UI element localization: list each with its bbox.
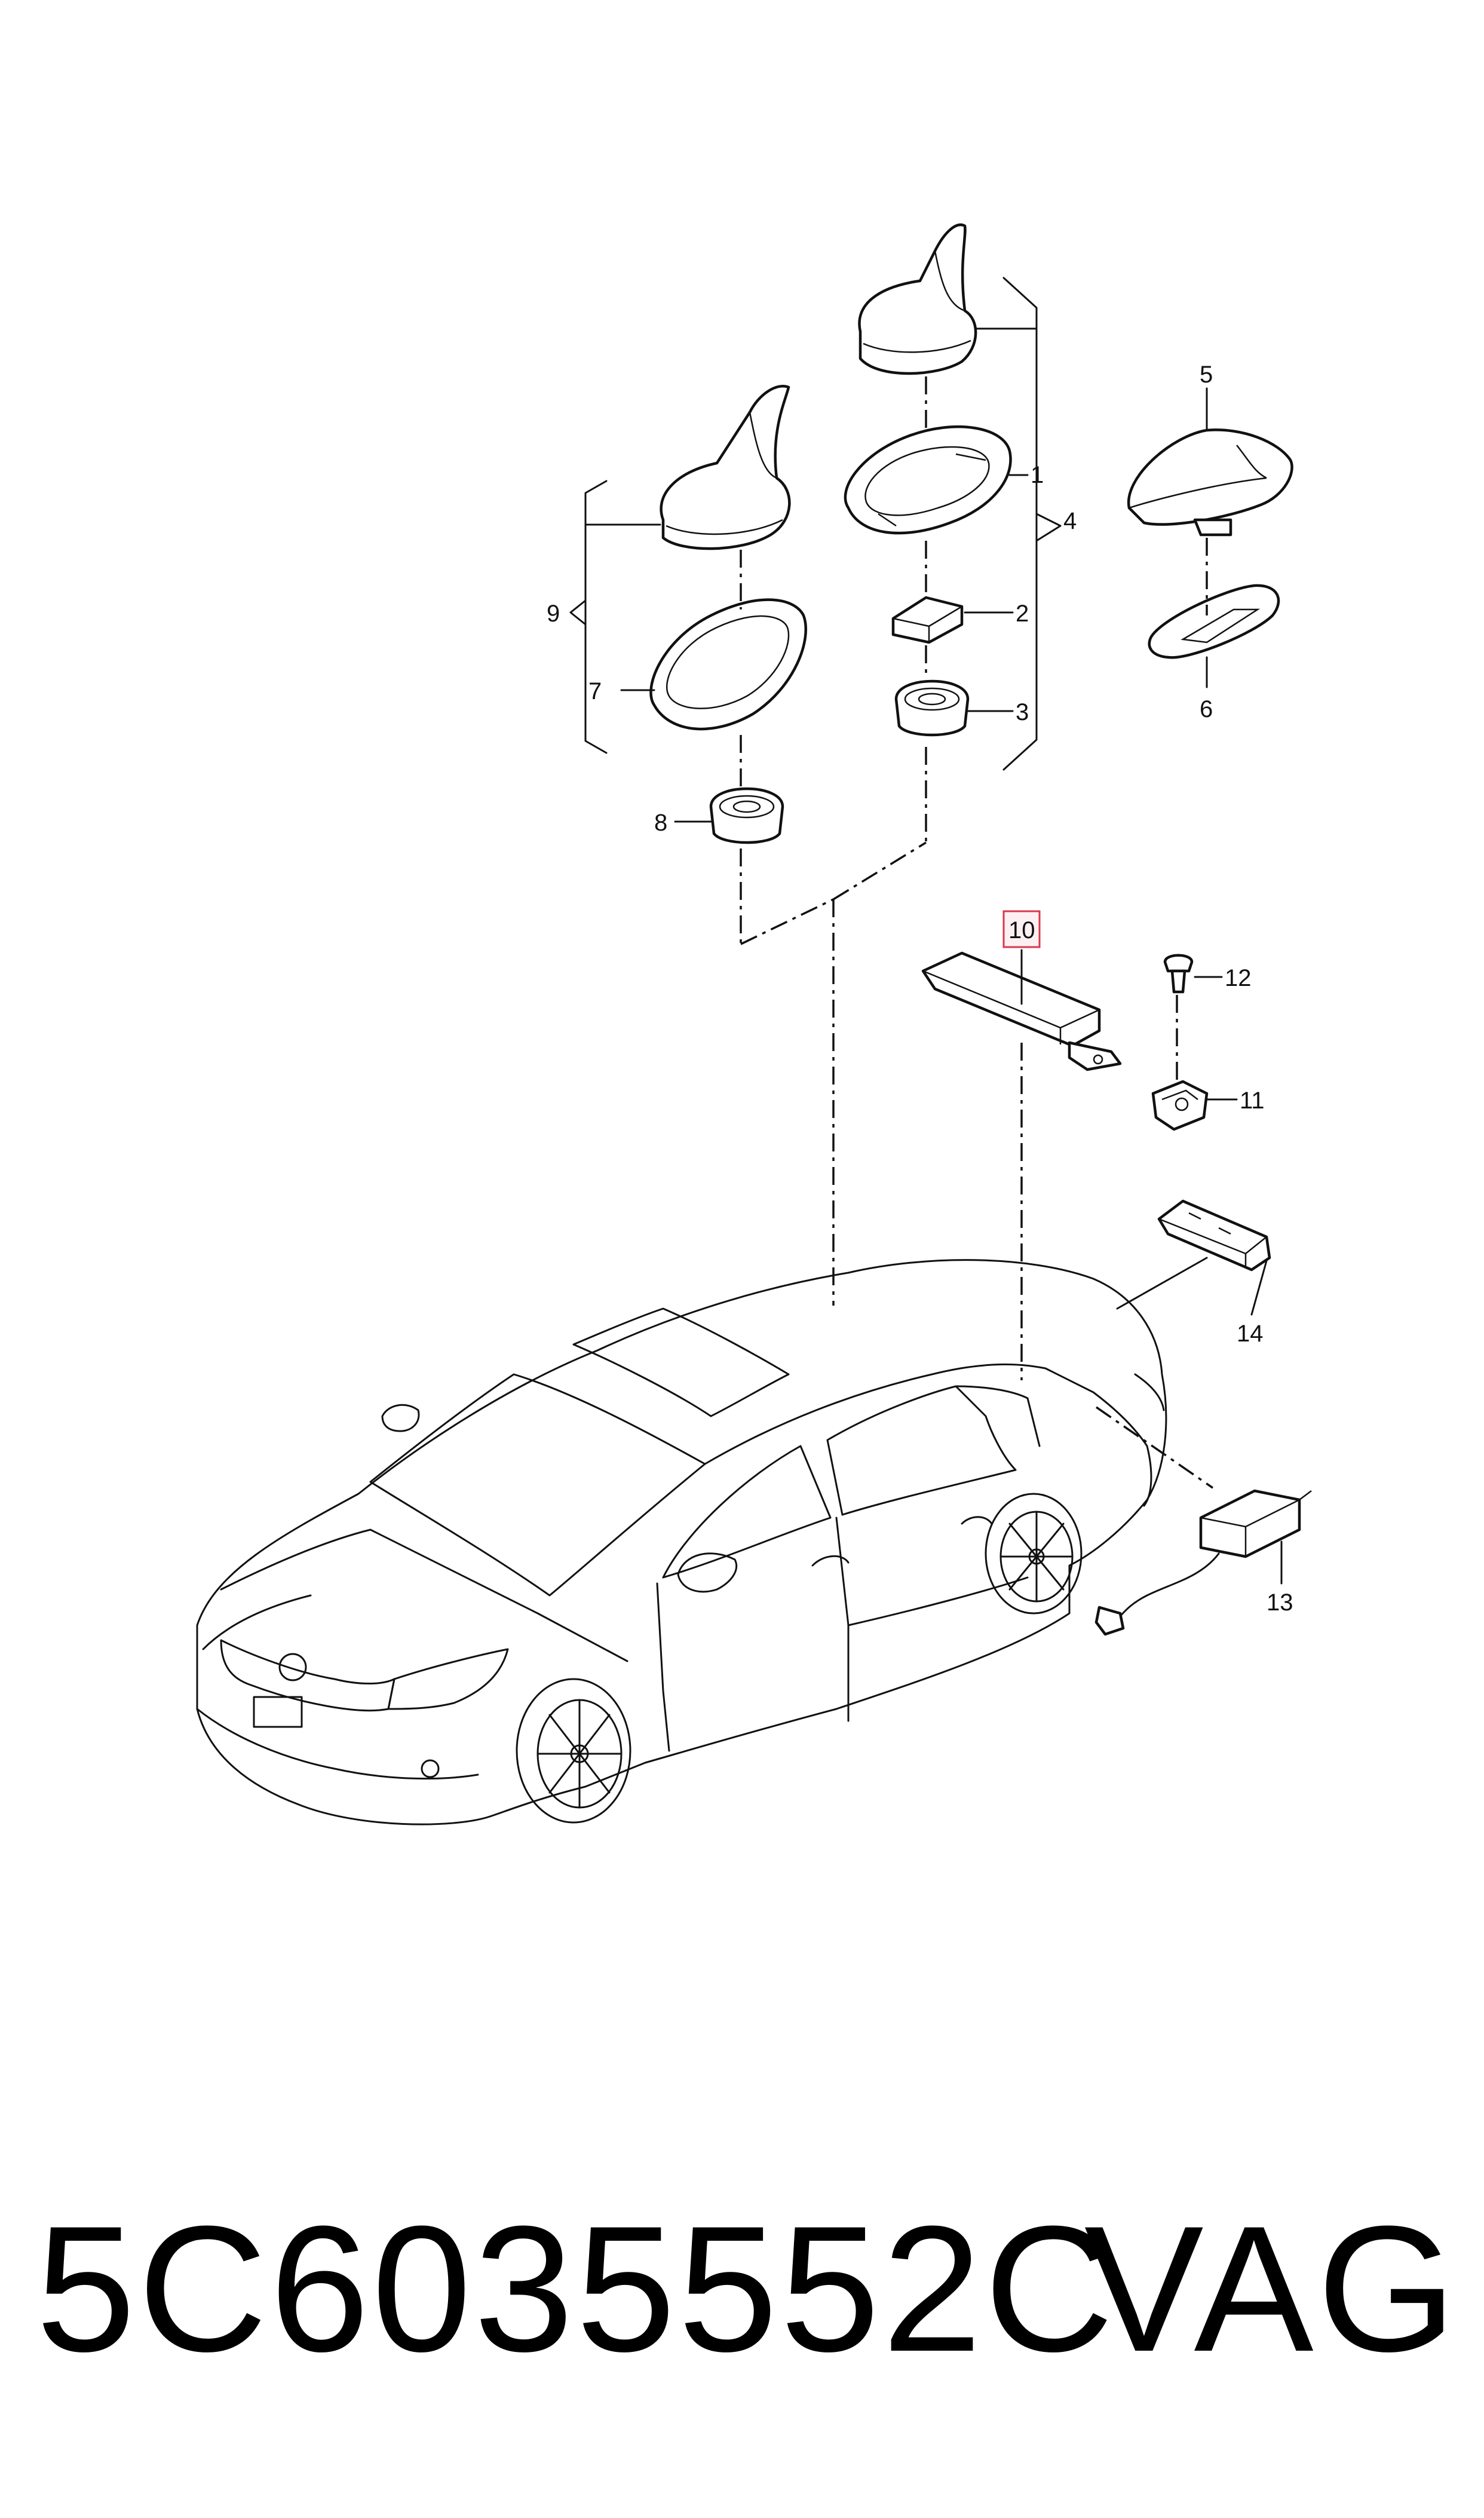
bracket-group-4 — [964, 277, 1062, 771]
callout-11[interactable]: 11 — [1240, 1088, 1265, 1114]
callout-10-highlight — [1002, 910, 1041, 948]
antenna-pad-2 — [891, 596, 964, 644]
callout-leaders — [620, 387, 1283, 1585]
antenna-nut-3 — [894, 679, 970, 737]
antenna-nut-8 — [709, 787, 784, 844]
callout-9[interactable]: 9 — [547, 601, 560, 627]
antenna-element-14 — [1157, 1199, 1271, 1272]
antenna-amplifier-10 — [921, 951, 1122, 1071]
callout-1[interactable]: 1 — [1031, 462, 1044, 488]
antenna-base-gasket-1 — [844, 425, 1012, 535]
callout-14[interactable]: 14 — [1237, 1321, 1264, 1347]
leader-lines — [740, 376, 1213, 1489]
callout-labels: 1 2 3 4 5 6 7 8 9 10 11 12 13 14 — [547, 362, 1293, 1616]
clip-nut-11 — [1151, 1080, 1209, 1131]
antenna-module-13 — [1094, 1489, 1312, 1636]
antenna-gasket-6 — [1148, 584, 1280, 659]
shark-fin-antenna-cover-9 — [660, 385, 791, 550]
callout-4[interactable]: 4 — [1063, 508, 1077, 534]
brand-label: VAG — [1084, 2188, 1460, 2389]
shark-fin-antenna-cover-a — [858, 223, 977, 375]
bracket-group-9 — [569, 480, 661, 754]
callout-10[interactable]: 10 — [1008, 917, 1035, 944]
callout-5[interactable]: 5 — [1200, 362, 1213, 388]
callout-8[interactable]: 8 — [654, 810, 667, 836]
callout-12[interactable]: 12 — [1225, 965, 1252, 991]
part-number: 5C6035552C — [36, 2188, 1117, 2389]
callout-3[interactable]: 3 — [1016, 699, 1029, 725]
screw-12 — [1163, 954, 1194, 994]
callout-2[interactable]: 2 — [1016, 601, 1029, 627]
antenna-gasket-7 — [649, 598, 807, 731]
callout-7[interactable]: 7 — [588, 678, 602, 704]
roof-antenna-module-5 — [1127, 428, 1293, 537]
car-body-outline — [196, 1259, 1167, 1825]
callout-13[interactable]: 13 — [1267, 1589, 1293, 1616]
callout-6[interactable]: 6 — [1200, 696, 1213, 722]
